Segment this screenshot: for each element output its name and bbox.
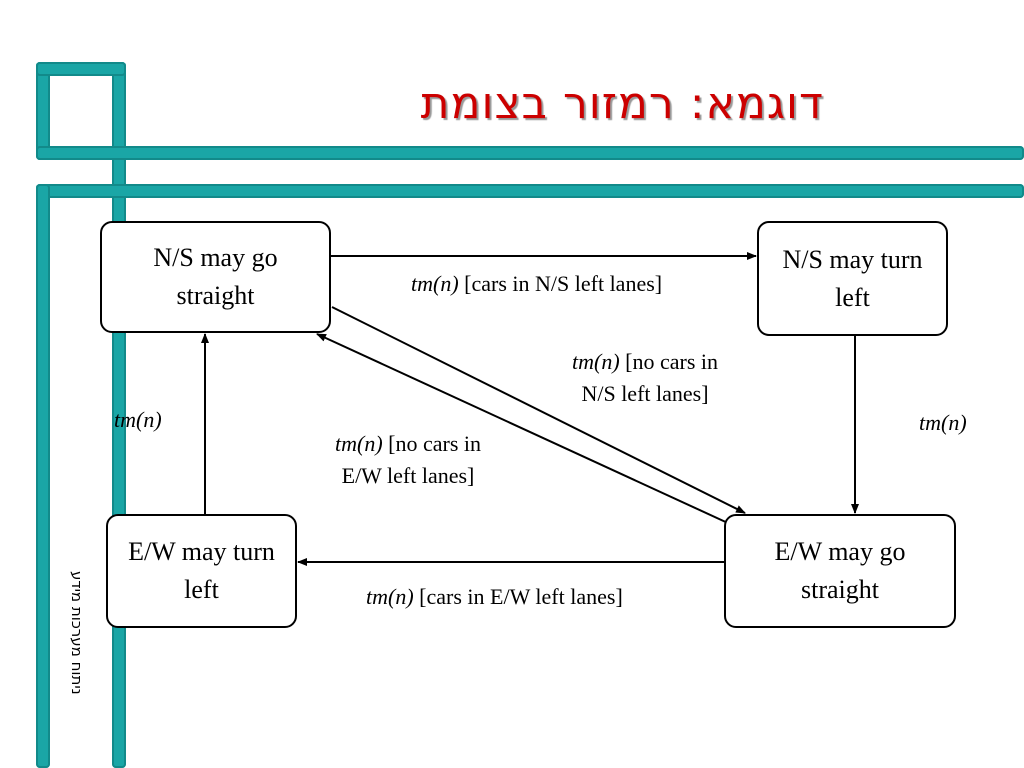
state-ns-straight-label: N/S may go straight xyxy=(153,243,278,310)
slide-title: דוגמא: רמזור בצומת xyxy=(420,78,824,129)
state-ew-straight-label: E/W may go straight xyxy=(774,537,906,604)
state-ew-left: E/W may turn left xyxy=(106,514,297,628)
condition-text: [no cars in xyxy=(619,349,719,374)
label-ns-straight-to-ew-straight: tm(n) [no cars in N/S left lanes] xyxy=(572,346,718,410)
label-ns-straight-to-ns-left: tm(n) [cars in N/S left lanes] xyxy=(411,268,662,300)
condition-text: [no cars in xyxy=(382,431,482,456)
state-ns-left: N/S may turn left xyxy=(757,221,948,336)
label-line-2: E/W left lanes] xyxy=(341,463,475,488)
frame-left-top-bar xyxy=(36,62,50,160)
label-line-1: tm(n) [no cars in xyxy=(335,428,481,460)
state-ew-left-label: E/W may turn left xyxy=(128,537,275,604)
label-ew-left-to-ns-straight: tm(n) xyxy=(114,404,162,436)
trigger-text: tm(n) xyxy=(919,410,967,435)
state-ew-straight: E/W may go straight xyxy=(724,514,956,628)
trigger-text: tm(n) xyxy=(572,349,620,374)
frame-left-bar xyxy=(36,184,50,768)
label-ew-straight-to-ew-left: tm(n) [cars in E/W left lanes] xyxy=(366,581,623,613)
trigger-text: tm(n) xyxy=(335,431,383,456)
label-ns-left-to-ew-straight: tm(n) xyxy=(919,407,967,439)
state-ns-left-label: N/S may turn left xyxy=(782,244,923,312)
condition-text: [cars in N/S left lanes] xyxy=(458,271,663,296)
trigger-text: tm(n) xyxy=(114,407,162,432)
state-ns-straight: N/S may go straight xyxy=(100,221,331,333)
label-line-1: tm(n) [no cars in xyxy=(572,346,718,378)
label-line-2: N/S left lanes] xyxy=(581,381,709,406)
frame-upper-horizontal-bar xyxy=(36,146,1024,160)
label-ew-straight-to-ns-straight: tm(n) [no cars in E/W left lanes] xyxy=(335,428,481,492)
side-label: ניתוח מערכות מידע xyxy=(68,571,86,695)
trigger-text: tm(n) xyxy=(366,584,414,609)
condition-text: [cars in E/W left lanes] xyxy=(413,584,623,609)
frame-lower-horizontal-bar xyxy=(36,184,1024,198)
trigger-text: tm(n) xyxy=(411,271,459,296)
frame-top-bar xyxy=(36,62,126,76)
